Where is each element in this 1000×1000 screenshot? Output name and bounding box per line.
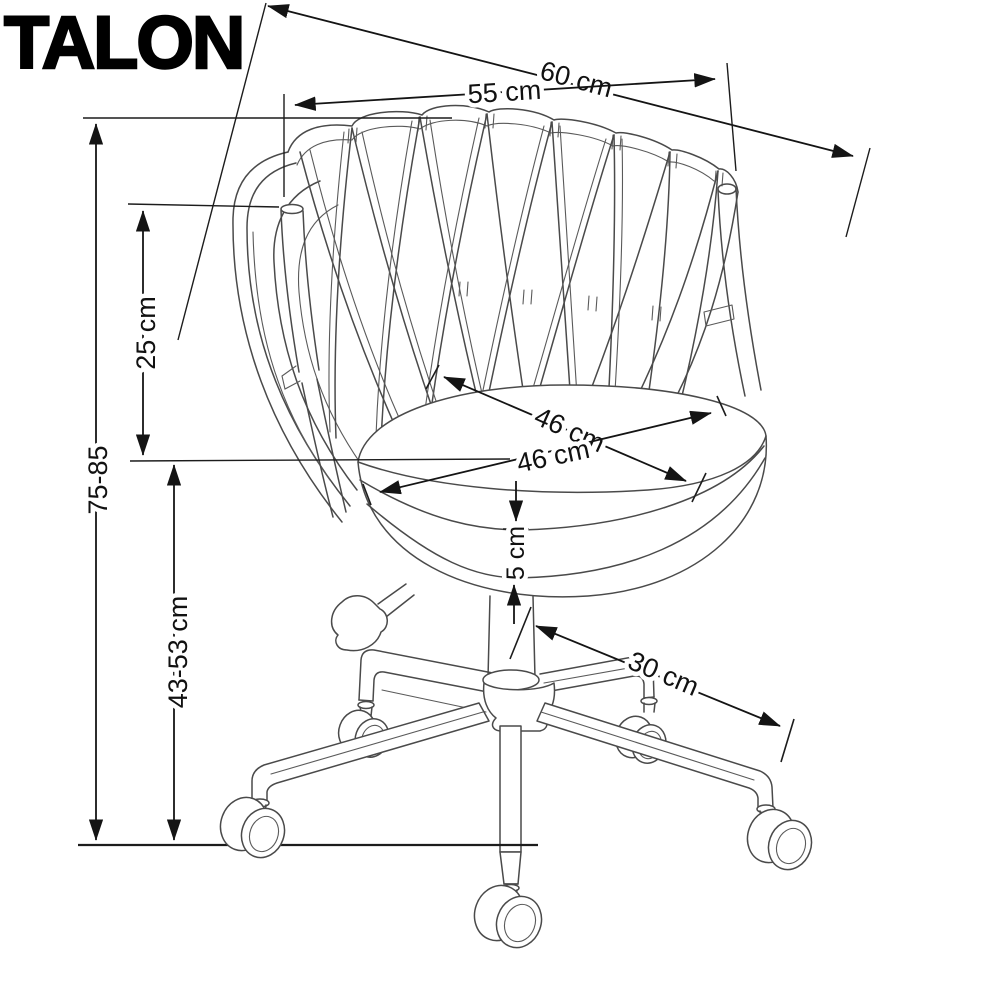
total-width-label: 55 cm — [467, 75, 542, 109]
dimension-seat-height: 43-53 cm — [129, 458, 511, 841]
gas-lift-cylinder — [487, 595, 536, 679]
total-height-label: 75-85 — [83, 445, 113, 514]
total-depth-label: 60 cm — [537, 55, 616, 103]
base-front-center-leg — [499, 725, 522, 899]
base-arm-label: 30 cm — [624, 646, 703, 702]
dimension-cushion-thickness: 5 cm — [498, 481, 535, 624]
left-armrest — [232, 151, 362, 523]
chair-line-art — [232, 104, 776, 899]
product-title: TALON — [4, 1, 243, 84]
dimension-backrest-height: 25 cm — [127, 203, 280, 456]
adjustment-lever — [330, 583, 415, 652]
cushion-thickness-label: 5 cm — [502, 526, 530, 580]
backrest-height-label: 25 cm — [131, 296, 161, 370]
caster-front-center — [473, 884, 543, 949]
right-post — [703, 183, 762, 397]
caster-front-left — [219, 796, 286, 859]
armrest-support-tube — [280, 203, 347, 518]
seat-height-label: 43-53 cm — [163, 596, 193, 709]
caster-front-right — [746, 808, 813, 871]
dimension-total-height: 75-85 — [79, 117, 452, 841]
base-front-right-leg — [536, 702, 776, 821]
